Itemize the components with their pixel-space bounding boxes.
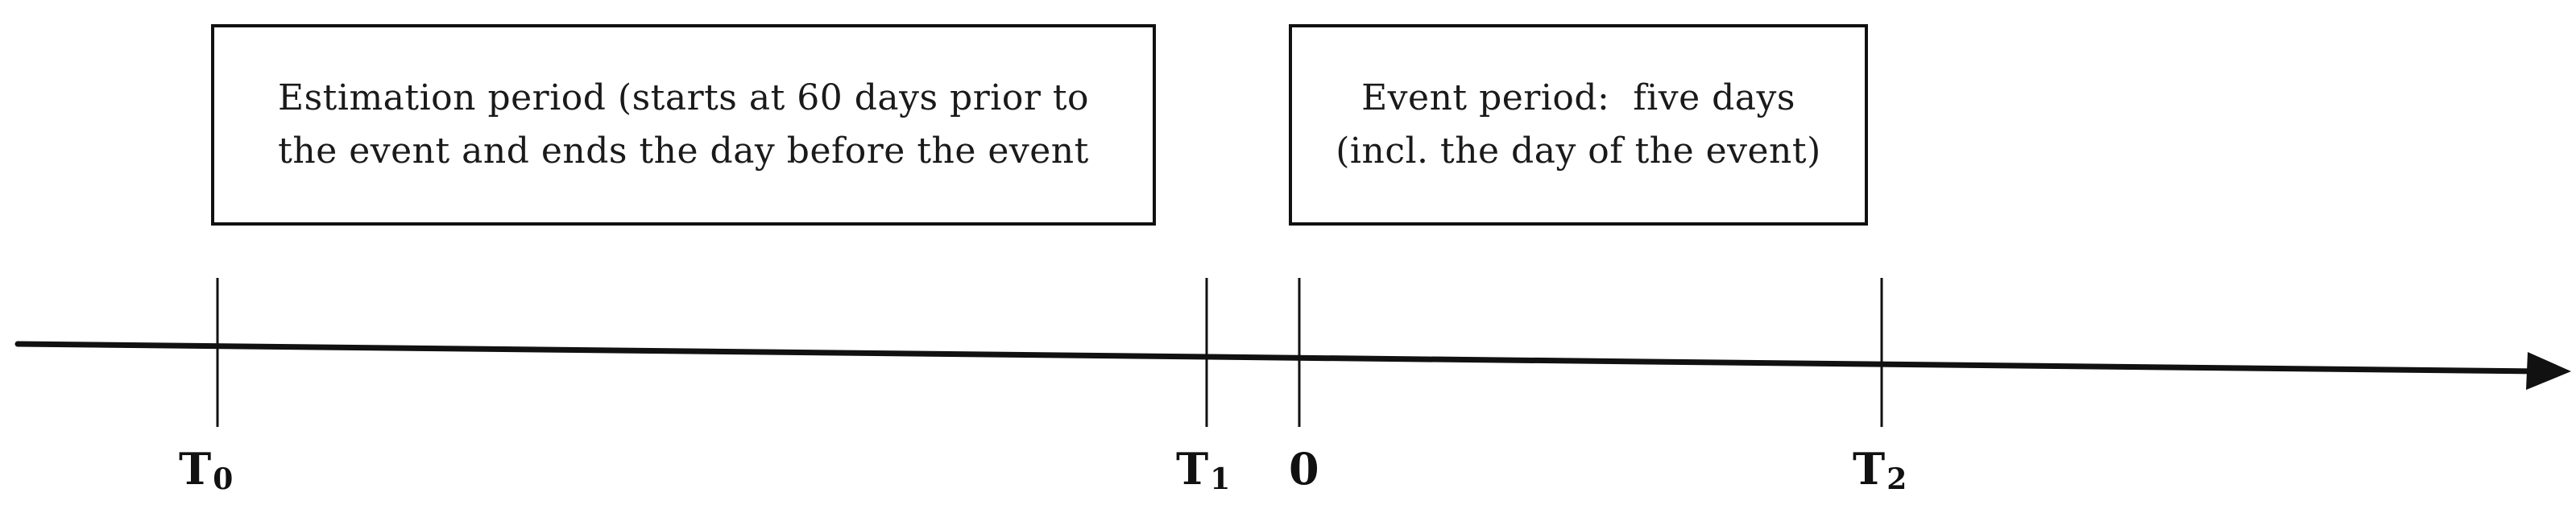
label-t2: T2	[1853, 447, 1907, 494]
estimation-period-line-1: Estimation period (starts at 60 days pri…	[277, 77, 1090, 118]
label-t0: T0	[179, 447, 233, 494]
label-t0-subscript: 0	[213, 462, 234, 496]
event-period-line-1: Event period: five days	[1361, 77, 1795, 118]
timeline-arrowhead	[2526, 352, 2571, 390]
label-t0-base: T	[179, 443, 212, 495]
estimation-period-line-2: the event and ends the day before the ev…	[278, 130, 1089, 172]
label-zero: 0	[1289, 443, 1319, 495]
label-t1: T1	[1176, 447, 1230, 494]
label-t1-base: T	[1176, 443, 1209, 495]
event-period-box: Event period: five days (incl. the day o…	[1289, 24, 1868, 226]
label-t1-subscript: 1	[1210, 462, 1231, 496]
event-period-line-2: (incl. the day of the event)	[1336, 130, 1821, 172]
timeline-axis	[14, 341, 2545, 375]
label-t2-subscript: 2	[1886, 462, 1907, 496]
estimation-period-box: Estimation period (starts at 60 days pri…	[211, 24, 1156, 226]
label-t2-base: T	[1853, 443, 1886, 495]
